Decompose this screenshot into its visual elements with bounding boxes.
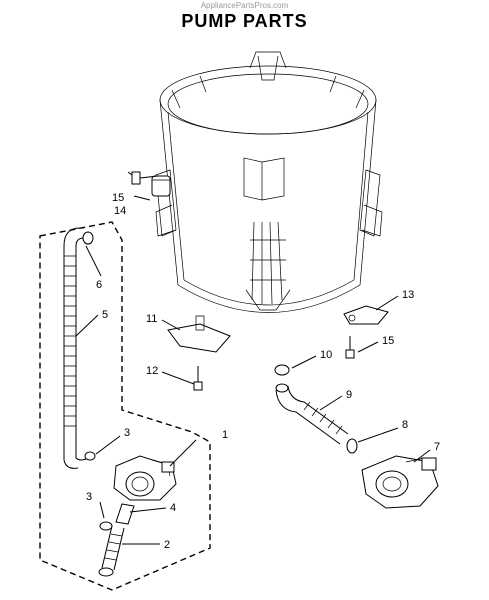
part-9-drain-hose (275, 383, 349, 445)
part-8-clamp (346, 438, 358, 454)
watermark-text: AppliancePartsPros.com (200, 1, 289, 10)
callout-15-lower: 15 (382, 335, 394, 347)
pump-kit-boundary (39, 221, 211, 591)
leader-lines (75, 171, 431, 545)
callout-3-upper: 3 (124, 427, 130, 439)
callout-11: 11 (146, 313, 157, 325)
callout-10: 10 (320, 349, 332, 361)
callout-13: 13 (402, 289, 414, 301)
callout-2: 2 (164, 539, 170, 551)
part-14-grommet (151, 175, 171, 197)
page-title: PUMP PARTS (181, 11, 308, 31)
part-15-screw-lower (345, 336, 355, 359)
callout-1: 1 (222, 429, 228, 441)
callout-5: 5 (102, 309, 108, 321)
part-5-drain-hose (63, 227, 89, 469)
callout-9: 9 (346, 389, 352, 401)
part-3-clamp-lower (99, 521, 113, 531)
part-12-screw (193, 366, 203, 391)
part-6-clamp (82, 231, 94, 245)
outer-tub (155, 51, 383, 313)
part-13-bracket (343, 305, 389, 325)
callout-6: 6 (96, 279, 102, 291)
callout-12: 12 (146, 365, 158, 377)
part-1-drain-pump (113, 455, 177, 501)
part-3-clamp-upper (84, 451, 96, 461)
callout-3-lower: 3 (86, 491, 92, 503)
callout-labels: 1 2 3 3 4 5 6 7 8 9 10 11 12 13 14 15 15 (86, 192, 440, 551)
part-4-hose-connector (115, 503, 135, 525)
callout-4: 4 (170, 502, 176, 514)
callout-14: 14 (114, 205, 126, 217)
callout-15-upper: 15 (112, 192, 124, 204)
part-2-lower-hose (98, 525, 125, 577)
callout-8: 8 (402, 419, 408, 431)
part-7-drain-pump (361, 455, 439, 509)
part-15-screw-upper (131, 171, 159, 185)
part-11-bracket (167, 315, 231, 353)
part-10-clamp (274, 364, 290, 376)
callout-7: 7 (434, 441, 440, 453)
